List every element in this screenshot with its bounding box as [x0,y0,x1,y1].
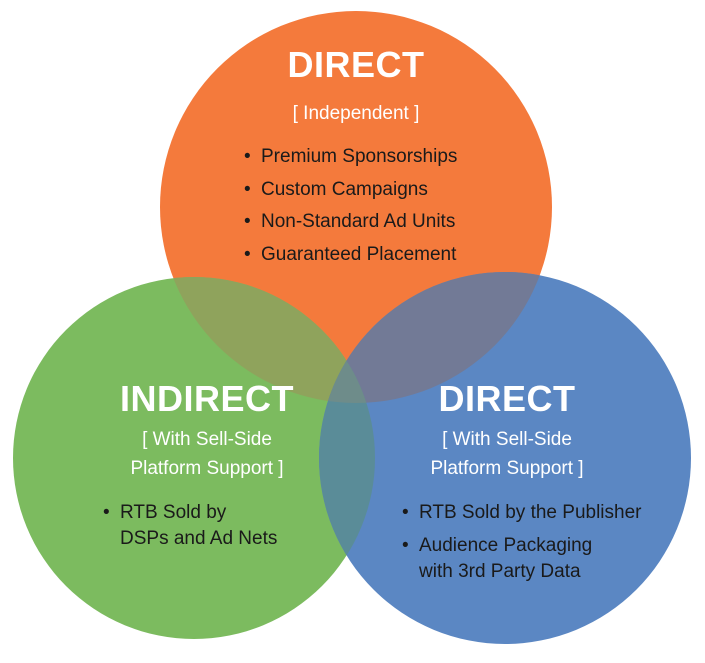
left-circle-bullet-list: RTB Sold by DSPs and Ad Nets [103,500,277,559]
top-circle-title: DIRECT [287,44,425,85]
list-item: Non-Standard Ad Units [244,206,457,239]
list-item-line: with 3rd Party Data [419,561,581,582]
list-item: Premium Sponsorships [244,141,457,174]
overlap-top-right [319,272,552,403]
right-circle-subtitle-line-2: Platform Support ] [430,458,584,479]
list-item-line: RTB Sold by the Publisher [419,502,642,523]
right-circle-title: DIRECT [438,378,576,419]
list-item: RTB Sold by DSPs and Ad Nets [103,500,277,552]
top-circle-bullet-list: Premium Sponsorships Custom Campaigns No… [244,141,457,271]
right-circle-bullet-list: RTB Sold by the Publisher Audience Packa… [402,500,642,592]
top-circle-subtitle: [ Independent ] [292,103,420,124]
list-item: Guaranteed Placement [244,239,457,272]
list-item-line: Audience Packaging [419,535,593,556]
list-item-line: DSPs and Ad Nets [120,528,278,549]
right-circle-subtitle-line-1: [ With Sell-Side [442,429,572,450]
list-item: Custom Campaigns [244,174,457,207]
left-circle-subtitle-line-2: Platform Support ] [130,458,284,479]
left-circle-subtitle-line-1: [ With Sell-Side [142,429,272,450]
list-item: Audience Packaging with 3rd Party Data [402,533,642,585]
list-item: RTB Sold by the Publisher [402,500,642,526]
left-circle-title: INDIRECT [120,378,294,419]
list-item-line: RTB Sold by [120,502,227,523]
overlap-top-left [160,277,375,403]
